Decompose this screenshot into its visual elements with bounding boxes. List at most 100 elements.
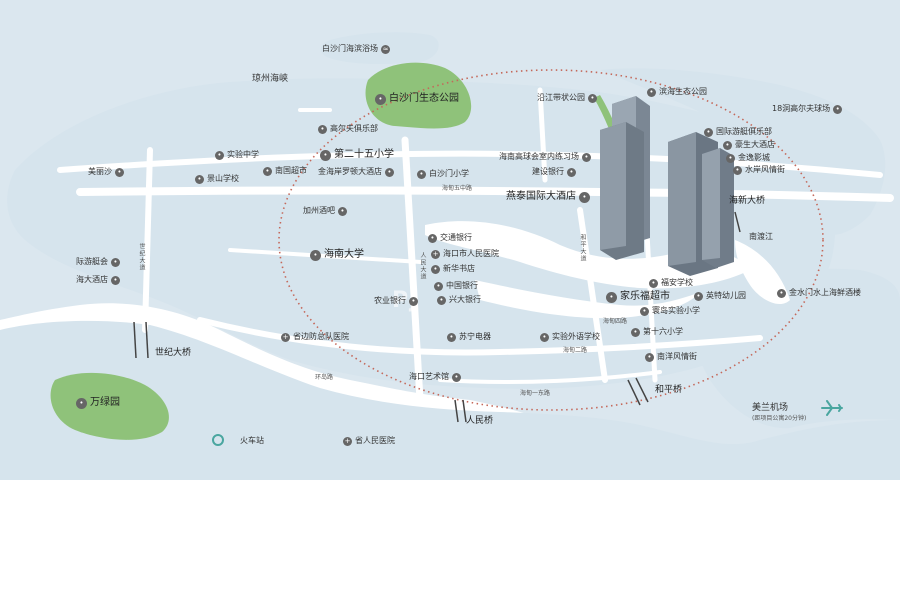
- poi-label[interactable]: •建设银行: [532, 167, 576, 177]
- train-station-icon: [212, 434, 224, 446]
- book-icon: •: [431, 264, 440, 274]
- poi-label[interactable]: •第二十五小学: [320, 149, 394, 161]
- bank-icon: •: [567, 167, 576, 177]
- school-icon: •: [215, 150, 224, 160]
- poi-label[interactable]: •水岸风情街: [733, 165, 785, 175]
- project-towers: [600, 96, 734, 276]
- poi-label[interactable]: •滨海生态公园: [647, 87, 707, 97]
- road-label: 海甸四路: [603, 318, 628, 325]
- park-icon: •: [647, 87, 656, 97]
- poi-label[interactable]: •金海岸罗顿大酒店: [318, 167, 394, 177]
- restaurant-icon: •: [777, 288, 786, 298]
- poi-label[interactable]: •寰岛实验小学: [640, 306, 700, 316]
- poi-label[interactable]: •际游艇会: [76, 257, 120, 267]
- poi-label[interactable]: •实验外语学校: [540, 332, 600, 342]
- poi-label[interactable]: •海大酒店: [76, 275, 120, 285]
- bridge-label: 人民桥: [466, 416, 494, 426]
- school-icon: •: [694, 291, 703, 301]
- park-icon: •: [588, 93, 597, 103]
- poi-icon: •: [115, 167, 124, 177]
- school-icon: •: [640, 306, 649, 316]
- hotel-icon: •: [385, 167, 394, 177]
- poi-label[interactable]: 南渡江: [749, 232, 773, 241]
- school-icon: •: [631, 327, 640, 337]
- shop-icon: •: [447, 332, 456, 342]
- poi-label[interactable]: •豪生大酒店: [723, 140, 775, 150]
- poi-label[interactable]: •第十六小学: [631, 327, 683, 337]
- bridge-label: 海新大桥: [729, 196, 766, 206]
- poi-label[interactable]: •加州酒吧: [303, 206, 347, 216]
- beach-icon: ≈: [381, 44, 390, 54]
- poi-label[interactable]: 白沙门海滨浴场≈: [322, 44, 390, 54]
- region-qiongzhou-strait: 琼州海峡: [252, 74, 289, 84]
- road-label: 人民大道: [419, 252, 426, 280]
- park-icon: •: [76, 397, 87, 409]
- school-icon: •: [417, 169, 426, 179]
- poi-label[interactable]: +省人民医院: [343, 436, 395, 446]
- poi-label[interactable]: •金水门水上海鲜酒楼: [777, 288, 861, 298]
- road-label: 海甸二路: [563, 347, 588, 354]
- poi-label[interactable]: •白沙门小学: [417, 169, 469, 179]
- road-label: 世纪大道: [138, 243, 145, 271]
- shop-icon: •: [606, 291, 617, 303]
- train-station[interactable]: 火车站: [212, 434, 264, 446]
- school-icon: •: [310, 249, 321, 261]
- range-ring: [278, 69, 824, 411]
- park-baishamen-label: • 白沙门生态公园: [375, 93, 459, 105]
- bank-icon: •: [434, 281, 443, 291]
- hospital-icon: +: [343, 436, 352, 446]
- road-label: 和平大道: [579, 234, 586, 262]
- bank-icon: •: [437, 295, 446, 305]
- cinema-icon: •: [726, 153, 735, 163]
- hotel-icon: •: [723, 140, 732, 150]
- plane-icon: [821, 400, 843, 416]
- road-label: 海甸一东路: [520, 390, 551, 397]
- hospital-icon: +: [431, 249, 440, 259]
- yacht-icon: •: [704, 127, 713, 137]
- bank-icon: •: [428, 233, 437, 243]
- poi-label[interactable]: •兴大银行: [437, 295, 481, 305]
- poi-label[interactable]: •18洞高尔夫球场: [772, 104, 843, 114]
- poi-label[interactable]: +省边防总队医院: [281, 332, 349, 342]
- poi-label[interactable]: •沿江带状公园: [537, 93, 597, 103]
- school-icon: •: [540, 332, 549, 342]
- museum-icon: •: [452, 372, 461, 382]
- poi-label[interactable]: •家乐福超市: [606, 291, 670, 303]
- yacht-icon: •: [111, 257, 120, 267]
- poi-label[interactable]: •美丽沙: [88, 167, 124, 177]
- poi-label[interactable]: •南洋风情街: [645, 352, 697, 362]
- park-baishamen: [365, 62, 472, 129]
- poi-label[interactable]: •农业银行: [374, 296, 418, 306]
- poi-label[interactable]: •海南大学: [310, 249, 364, 261]
- bridge-label: 世纪大桥: [155, 348, 192, 358]
- hospital-icon: +: [281, 332, 290, 342]
- poi-label[interactable]: +海口市人民医院: [431, 249, 499, 259]
- school-icon: •: [195, 174, 204, 184]
- poi-label[interactable]: •交通银行: [428, 233, 472, 243]
- poi-label[interactable]: •实验中学: [215, 150, 259, 160]
- poi-label[interactable]: •中国银行: [434, 281, 478, 291]
- poi-label[interactable]: •高尔夫俱乐部: [318, 124, 378, 134]
- poi-label[interactable]: •景山学校: [195, 174, 239, 184]
- poi-label[interactable]: •海口艺术馆: [409, 372, 461, 382]
- park-wanlvyuan-label: • 万绿园: [76, 397, 120, 409]
- street-icon: •: [733, 165, 742, 175]
- poi-label[interactable]: •苏宁电器: [447, 332, 491, 342]
- bridge-label: 和平桥: [655, 385, 683, 395]
- poi-label[interactable]: •新华书店: [431, 264, 475, 274]
- road-label: 海甸五中路: [442, 185, 473, 192]
- bar-icon: •: [338, 206, 347, 216]
- poi-label[interactable]: •南国超市: [263, 166, 307, 176]
- airport-label[interactable]: 美兰机场 (距项目公寓20分钟): [752, 403, 807, 422]
- park-wanlvyuan: [50, 372, 169, 440]
- poi-label[interactable]: •燕泰国际大酒店: [506, 191, 590, 203]
- school-icon: •: [649, 278, 658, 288]
- poi-label[interactable]: •海南高球会室内练习场: [499, 152, 591, 162]
- poi-label[interactable]: •福安学校: [649, 278, 693, 288]
- poi-label[interactable]: •国际游艇俱乐部: [704, 127, 772, 137]
- golf-icon: •: [833, 104, 843, 114]
- poi-label[interactable]: •英特幼儿园: [694, 291, 746, 301]
- golf-icon: •: [582, 152, 591, 162]
- poi-label[interactable]: •金逸影城: [726, 153, 770, 163]
